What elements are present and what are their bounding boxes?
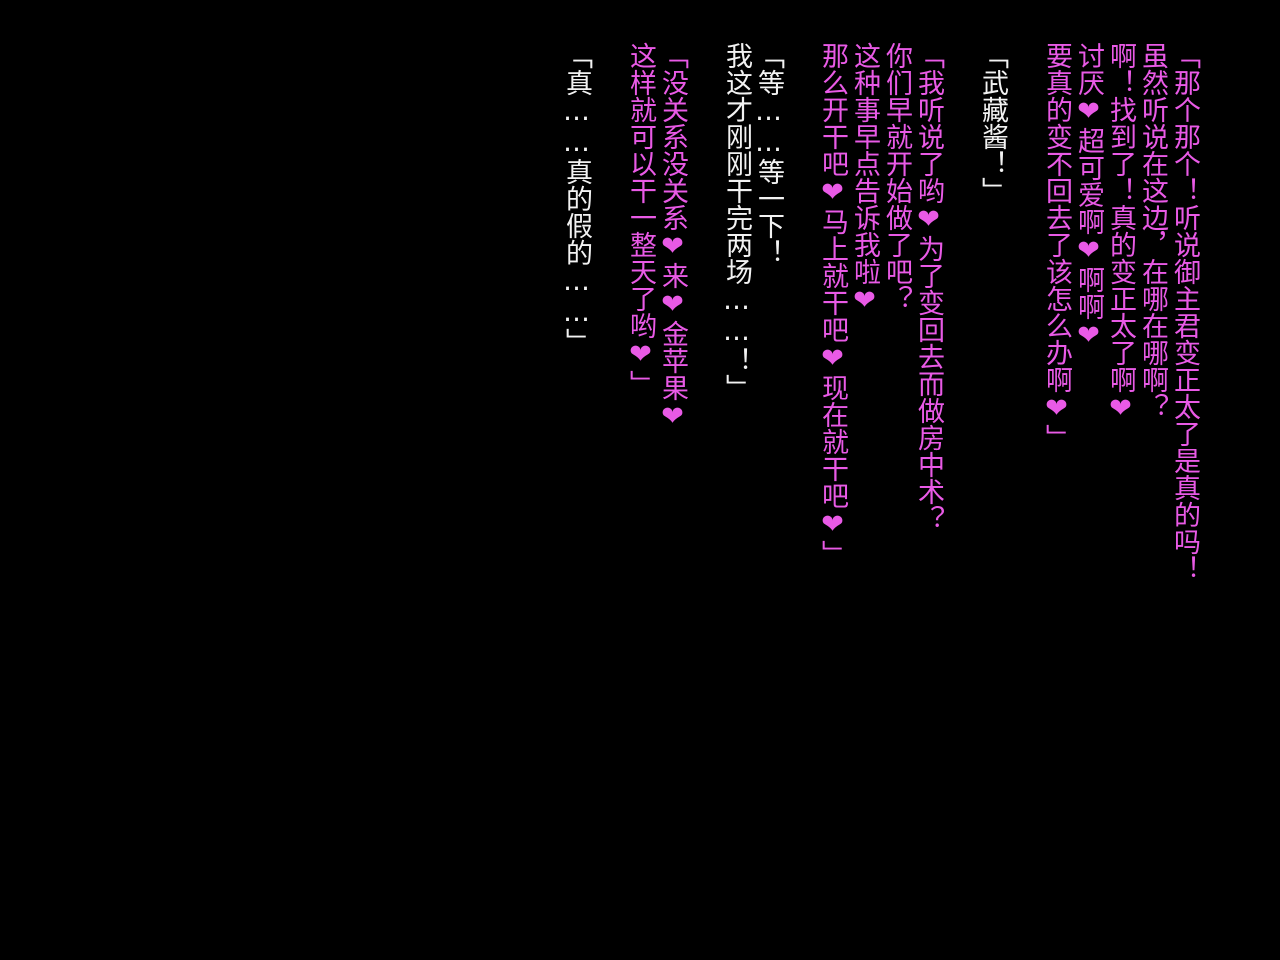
dialogue-line: 「真……真的假的……」: [561, 42, 592, 355]
dialogue-line: 这种事早点告诉我啦❤: [849, 42, 880, 316]
dialogue-line: 「那个那个！听说御主君变正太了是真的吗！: [1169, 42, 1200, 582]
dialogue-line: 要真的变不回去了该怎么办啊❤」: [1041, 42, 1072, 451]
dialogue-line: 你们早就开始做了吧？: [881, 42, 912, 312]
dialogue-line: 那么开干吧❤马上就干吧❤现在就干吧❤」: [817, 42, 848, 567]
dialogue-line: 「武藏酱！」: [977, 42, 1008, 204]
dialogue-line: 啊！找到了！真的变正太了啊❤: [1105, 42, 1136, 424]
dialogue-line: 「等……等一下！: [753, 42, 784, 266]
dialogue-line: 讨厌❤超可爱啊❤啊啊❤: [1073, 42, 1104, 351]
dialogue-line: 「没关系没关系❤来❤金苹果❤: [657, 42, 688, 432]
dialogue-line: 这样就可以干一整天了哟❤」: [625, 42, 656, 397]
dialogue-line: 我这才刚刚干完两场……！」: [721, 42, 752, 401]
dialogue-line: 虽然听说在这边，在哪在哪啊？: [1137, 42, 1168, 420]
dialogue-line: 「我听说了哟❤为了变回去而做房中术？: [913, 42, 944, 532]
